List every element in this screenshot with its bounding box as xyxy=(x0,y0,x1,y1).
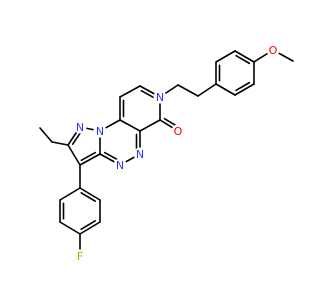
atom-label-n-triazine-2: N xyxy=(113,158,127,172)
double-bond-line xyxy=(71,130,82,146)
atom-label-n-pyridinone-text: N xyxy=(156,91,164,104)
bond-line xyxy=(234,83,255,96)
bond-line xyxy=(177,84,199,97)
bond-line xyxy=(59,221,81,235)
atom-label-n-triazine-3-text: N xyxy=(96,125,104,138)
bond-line xyxy=(119,119,141,132)
atom-label-o-methoxy: O xyxy=(266,43,280,57)
double-bond-line xyxy=(80,219,96,230)
atom-label-n-triazine-2-text: N xyxy=(116,159,124,172)
double-bond-line xyxy=(235,54,251,65)
double-bond-line xyxy=(140,89,157,100)
atom-label-f: F xyxy=(73,249,87,263)
bond-line xyxy=(119,85,141,98)
atom-label-o-carbonyl: O xyxy=(171,124,185,138)
bond-line xyxy=(51,141,69,146)
bond-line xyxy=(79,221,101,235)
atom-label-n-pyridinone: N xyxy=(153,90,167,104)
atom-label-n-pyrazole: N xyxy=(73,120,87,134)
double-bond-line xyxy=(163,117,178,128)
bond-line xyxy=(139,119,161,132)
bond-line xyxy=(39,127,53,143)
bond-line xyxy=(79,153,101,166)
double-bond-line xyxy=(80,151,97,162)
bond-line xyxy=(197,83,217,97)
double-bond-line xyxy=(103,151,120,162)
bond-line xyxy=(59,187,81,201)
atom-label-o-methoxy-text: O xyxy=(269,44,278,57)
bond-line xyxy=(215,83,236,96)
double-bond-line xyxy=(80,192,96,203)
bond-line xyxy=(79,187,101,201)
atom-label-f-text: F xyxy=(77,250,83,263)
bonds-layer xyxy=(39,49,294,257)
atom-label-n-triazine-1-text: N xyxy=(136,148,144,161)
bond-line xyxy=(234,50,255,63)
atom-label-n-triazine-1: N xyxy=(133,147,147,161)
atom-label-n-triazine-3: N xyxy=(93,124,107,138)
atom-label-n-pyrazole-text: N xyxy=(76,121,84,134)
double-bond-line xyxy=(235,81,251,92)
bond-line xyxy=(67,144,81,166)
bond-line xyxy=(215,50,236,63)
atom-label-o-carbonyl-text: O xyxy=(174,125,183,138)
